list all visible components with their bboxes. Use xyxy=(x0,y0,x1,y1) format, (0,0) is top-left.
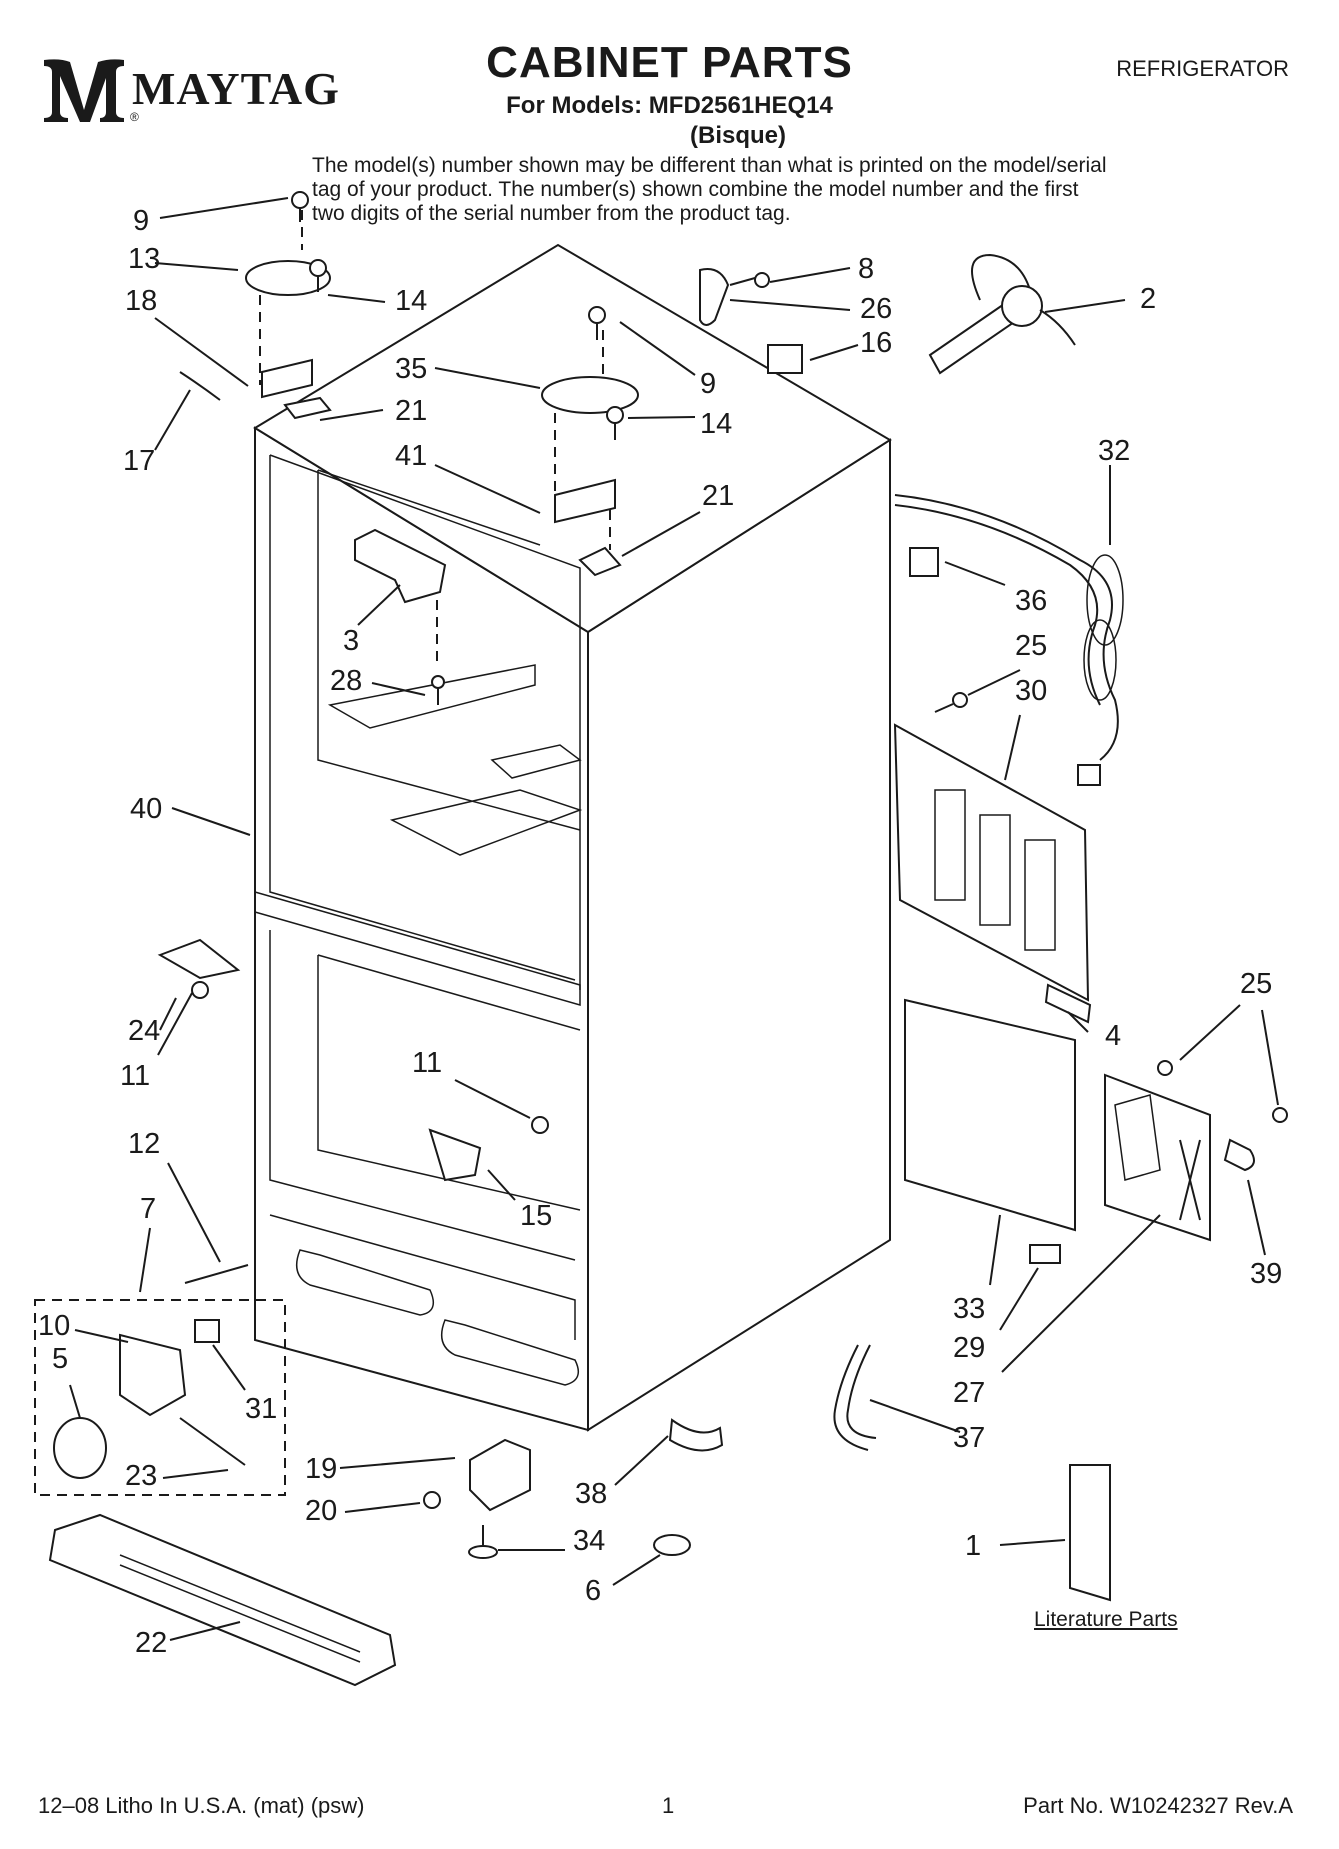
product-category: REFRIGERATOR xyxy=(1116,56,1289,81)
model-subtitle: For Models: MFD2561HEQ14 xyxy=(506,92,833,119)
callout-27: 27 xyxy=(953,1377,985,1409)
callout-10: 10 xyxy=(38,1310,70,1342)
part-number: Part No. W10242327 Rev.A xyxy=(1023,1793,1293,1818)
callout-11: 11 xyxy=(120,1060,150,1092)
callout-32: 32 xyxy=(1098,435,1130,467)
callout-14: 14 xyxy=(700,408,732,440)
callout-25: 25 xyxy=(1015,630,1047,662)
callout-21: 21 xyxy=(702,480,734,512)
page-number: 1 xyxy=(662,1793,675,1818)
leader-lines xyxy=(69,197,1279,1641)
model-disclaimer: The model(s) number shown may be differe… xyxy=(312,154,1107,225)
color-variant: (Bisque) xyxy=(690,122,786,149)
callout-22: 22 xyxy=(135,1627,167,1659)
callout-9: 9 xyxy=(133,205,149,237)
callout-6: 6 xyxy=(585,1575,601,1607)
callout-35: 35 xyxy=(395,353,427,385)
callout-41: 41 xyxy=(395,440,427,472)
callout-23: 23 xyxy=(125,1460,157,1492)
callout-17: 17 xyxy=(123,445,155,477)
callout-2: 2 xyxy=(1140,283,1156,315)
part-drawings xyxy=(34,191,1288,1687)
maytag-logo-icon xyxy=(44,59,124,122)
callout-1: 1 xyxy=(965,1530,981,1562)
callout-11: 11 xyxy=(412,1047,442,1079)
callout-16: 16 xyxy=(860,327,892,359)
literature-parts-label: Literature Parts xyxy=(1034,1608,1178,1631)
callout-39: 39 xyxy=(1250,1258,1282,1290)
callout-20: 20 xyxy=(305,1495,337,1527)
callout-25: 25 xyxy=(1240,968,1272,1000)
callout-38: 38 xyxy=(575,1478,607,1510)
callout-28: 28 xyxy=(330,665,362,697)
cabinet-drawing xyxy=(253,243,892,1432)
callout-19: 19 xyxy=(305,1453,337,1485)
callout-7: 7 xyxy=(140,1193,156,1225)
callout-30: 30 xyxy=(1015,675,1047,707)
callout-9: 9 xyxy=(700,368,716,400)
callout-36: 36 xyxy=(1015,585,1047,617)
callout-31: 31 xyxy=(245,1393,277,1425)
callout-26: 26 xyxy=(860,293,892,325)
callout-15: 15 xyxy=(520,1200,552,1232)
callout-8: 8 xyxy=(858,253,874,285)
brand-name: MAYTAG xyxy=(132,63,340,114)
callout-5: 5 xyxy=(52,1343,68,1375)
callout-18: 18 xyxy=(125,285,157,317)
callout-37: 37 xyxy=(953,1422,985,1454)
print-info: 12–08 Litho In U.S.A. (mat) (psw) xyxy=(38,1793,365,1818)
callout-34: 34 xyxy=(573,1525,605,1557)
callout-13: 13 xyxy=(128,243,160,275)
callout-21: 21 xyxy=(395,395,427,427)
page-title: CABINET PARTS xyxy=(486,38,853,87)
callout-33: 33 xyxy=(953,1293,985,1325)
callout-24: 24 xyxy=(128,1015,160,1047)
callout-3: 3 xyxy=(343,625,359,657)
callout-12: 12 xyxy=(128,1128,160,1160)
callout-4: 4 xyxy=(1105,1020,1121,1052)
registered-mark: ® xyxy=(130,110,139,124)
callout-29: 29 xyxy=(953,1332,985,1364)
callout-14: 14 xyxy=(395,285,427,317)
callout-40: 40 xyxy=(130,793,162,825)
